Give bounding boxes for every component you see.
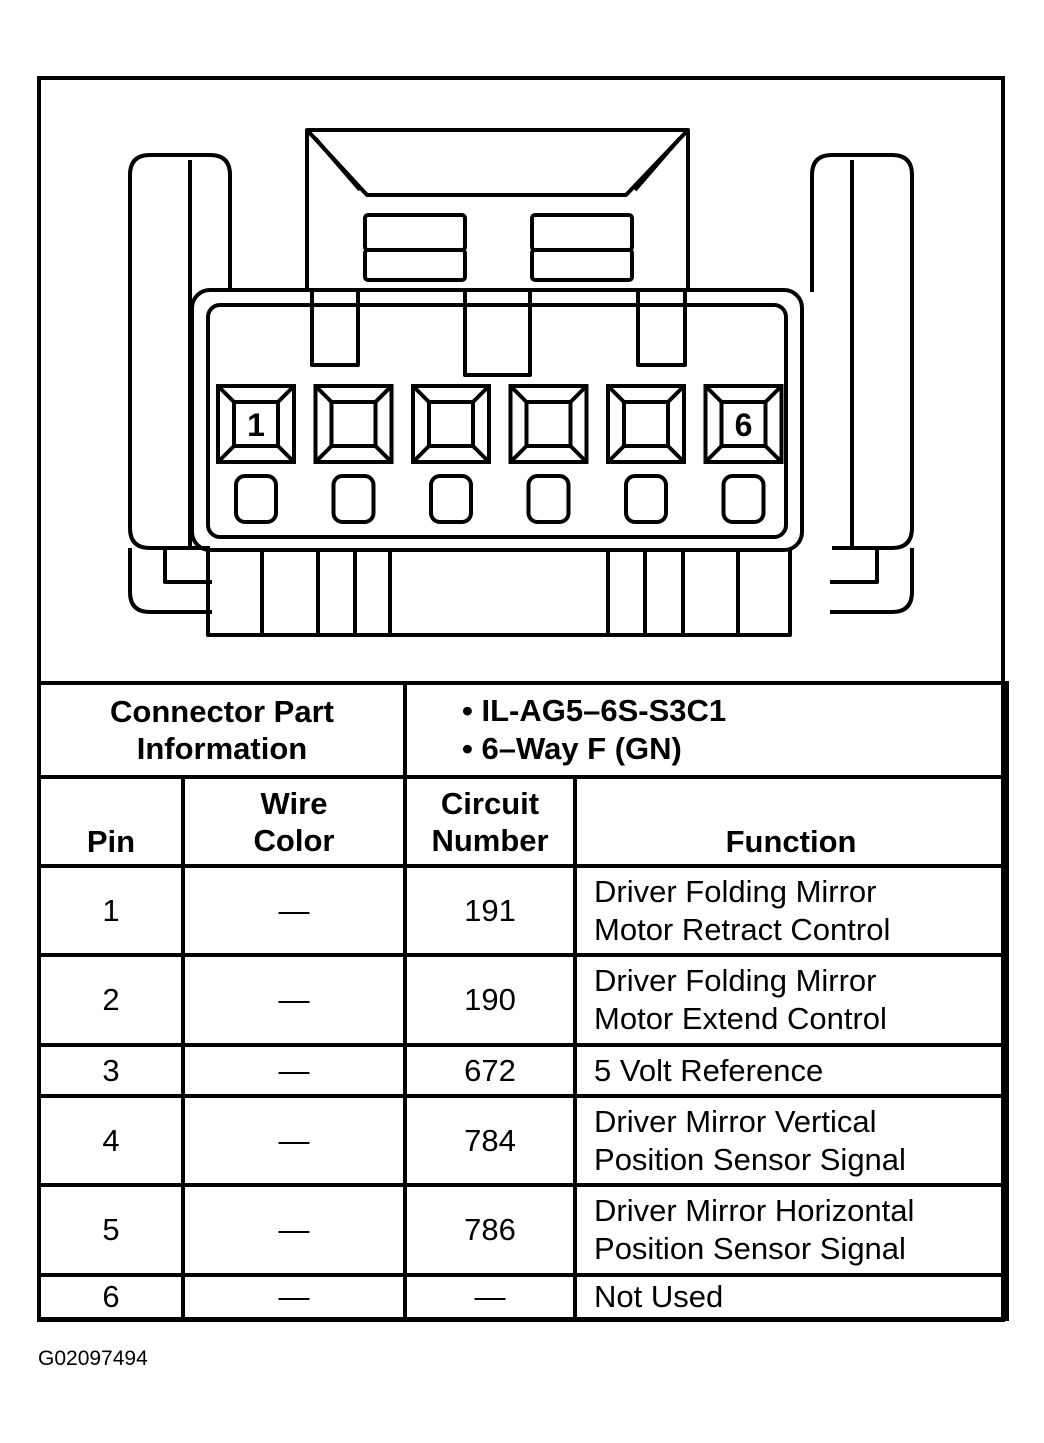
left-latch (128, 153, 232, 550)
part-info-label: Connector Part Information (36, 681, 408, 779)
function-cell: Driver Mirror Vertical Position Sensor S… (573, 1094, 1010, 1187)
pin-number-label: 1 (247, 407, 265, 443)
right-latch (810, 153, 914, 550)
pin-cavity (411, 384, 491, 464)
pin-cell: 6 (37, 1273, 185, 1321)
wire-color-cell: — (180, 1043, 408, 1098)
function-cell: Driver Folding Mirror Motor Extend Contr… (573, 953, 1010, 1047)
circuit-cell: — (403, 1273, 578, 1321)
function-cell: Driver Folding Mirror Motor Retract Cont… (573, 864, 1010, 957)
terminal-opening (721, 474, 766, 524)
table-row: 6 — — Not Used (37, 1273, 1010, 1321)
pin-cell: 4 (37, 1094, 185, 1187)
terminal-opening (331, 474, 376, 524)
pin-cavity-inner (622, 400, 670, 448)
top-hood (305, 128, 690, 292)
wire-color-cell: — (180, 953, 408, 1047)
table-row: 3 — 672 5 Volt Reference (37, 1043, 1010, 1098)
wire-color-cell: — (180, 1094, 408, 1187)
terminal-opening (234, 474, 278, 524)
circuit-cell: 784 (403, 1094, 578, 1187)
function-cell: Driver Mirror Horizontal Position Sensor… (573, 1183, 1010, 1277)
pin-cavity (606, 384, 686, 464)
main-housing (190, 288, 804, 552)
pin-cavity (508, 384, 589, 464)
pin-cavity-inner (329, 400, 378, 448)
part-number: IL-AG5–6S-S3C1 (481, 693, 727, 728)
pin-cell: 5 (37, 1183, 185, 1277)
header-pin: Pin (37, 775, 185, 868)
wire-color-cell: — (180, 864, 408, 957)
header-wire-color: Wire Color (180, 775, 408, 868)
pin-cell: 1 (37, 864, 185, 957)
table-row: 5 — 786 Driver Mirror Horizontal Positio… (37, 1183, 1010, 1277)
table-row: 4 — 784 Driver Mirror Vertical Position … (37, 1094, 1010, 1187)
header-circuit-number: Circuit Number (403, 775, 578, 868)
connector-description: 6–Way F (GN) (481, 731, 682, 766)
header-function: Function (573, 775, 1010, 868)
wire-color-cell: — (180, 1183, 408, 1277)
part-info-values: • IL-AG5–6S-S3C1 • 6–Way F (GN) (403, 681, 1010, 779)
terminal-opening (429, 474, 473, 524)
circuit-cell: 672 (403, 1043, 578, 1098)
table-row: 2 — 190 Driver Folding Mirror Motor Exte… (37, 953, 1010, 1047)
function-cell: Not Used (573, 1273, 1010, 1321)
pin-cavity (703, 384, 784, 464)
circuit-cell: 190 (403, 953, 578, 1047)
pin-cavity-inner (427, 400, 475, 448)
pin-cavity-inner (232, 400, 280, 448)
terminal-opening (624, 474, 668, 524)
pin-cell: 2 (37, 953, 185, 1047)
figure-code: G02097494 (38, 1347, 148, 1370)
circuit-cell: 786 (403, 1183, 578, 1277)
connector-pinout-table: Connector Part Information • IL-AG5–6S-S… (36, 681, 1010, 1321)
function-cell: 5 Volt Reference (573, 1043, 1010, 1098)
pin-cavity-inner (524, 400, 573, 448)
pin-cavity (216, 384, 296, 464)
pin-cavity-inner (719, 400, 768, 448)
wire-color-cell: — (180, 1273, 408, 1321)
terminal-opening (526, 474, 571, 524)
pin-cell: 3 (37, 1043, 185, 1098)
bottom-skirt (206, 550, 792, 637)
pin-cavity (313, 384, 394, 464)
pin-number-label: 6 (735, 407, 753, 443)
table-header-row: Pin Wire Color Circuit Number Function (37, 775, 1010, 868)
table-row: 1 — 191 Driver Folding Mirror Motor Retr… (37, 864, 1010, 957)
circuit-cell: 191 (403, 864, 578, 957)
